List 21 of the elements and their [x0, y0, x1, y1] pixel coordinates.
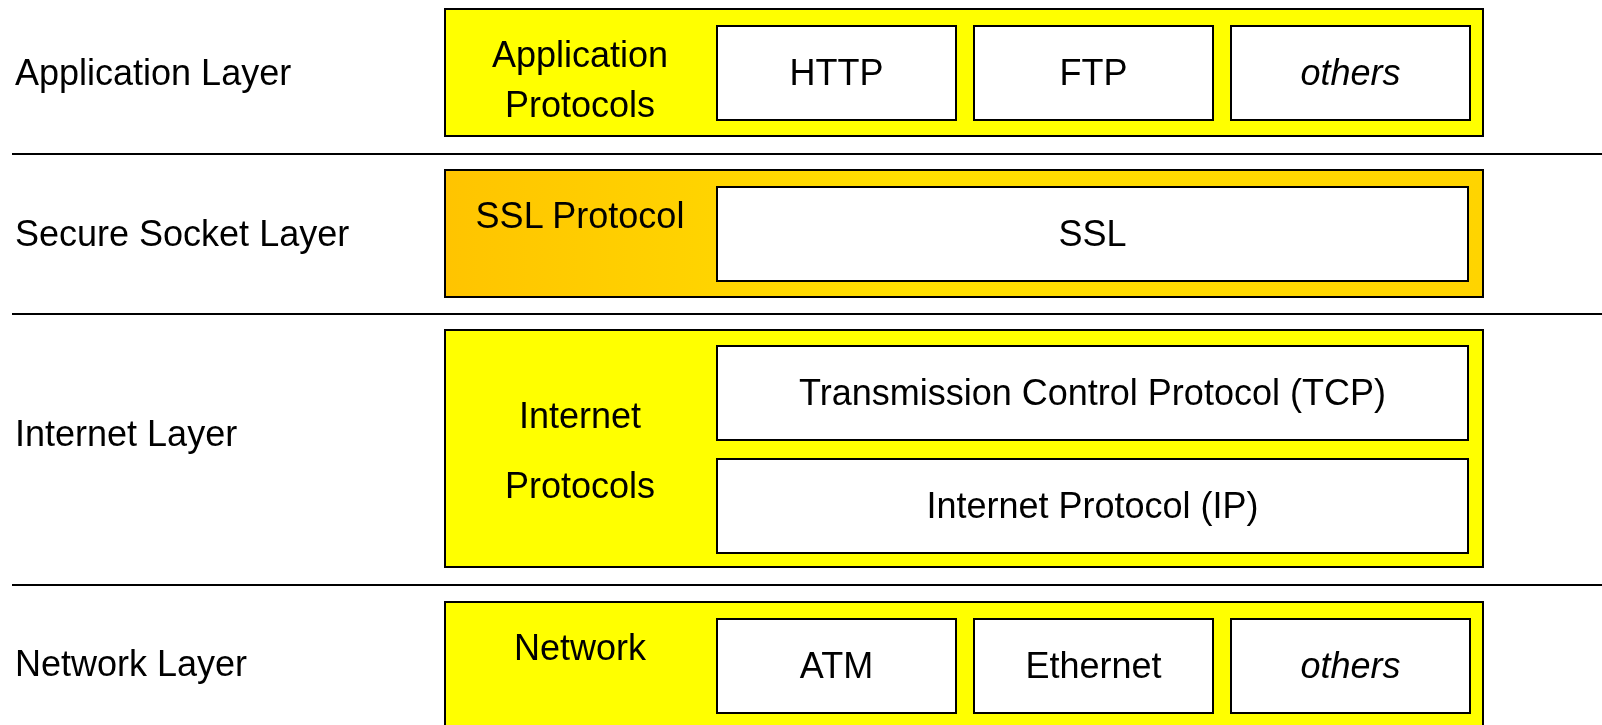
layer-band: [444, 329, 1484, 568]
layer-band: [444, 169, 1484, 298]
protocol-box: Internet Protocol (IP): [716, 458, 1469, 554]
layer-label: Application Layer: [15, 52, 292, 94]
layer-label: Secure Socket Layer: [15, 213, 350, 255]
protocol-box: others: [1230, 25, 1471, 121]
protocol-box: ATM: [716, 618, 957, 714]
protocol-box: Ethernet: [973, 618, 1214, 714]
layer-band: [444, 601, 1484, 725]
protocol-box: others: [1230, 618, 1471, 714]
band-heading: Network: [513, 626, 647, 670]
protocol-box: SSL: [716, 186, 1469, 282]
layer-band: [444, 8, 1484, 137]
band-heading: Application Protocols: [490, 33, 670, 127]
band-heading: Internet Protocols: [503, 394, 657, 508]
protocol-box: HTTP: [716, 25, 957, 121]
band-heading: SSL Protocol: [474, 194, 686, 238]
layer-label: Network Layer: [15, 643, 248, 685]
protocol-box: FTP: [973, 25, 1214, 121]
layer-label: Internet Layer: [15, 413, 238, 455]
protocol-box: Transmission Control Protocol (TCP): [716, 345, 1469, 441]
